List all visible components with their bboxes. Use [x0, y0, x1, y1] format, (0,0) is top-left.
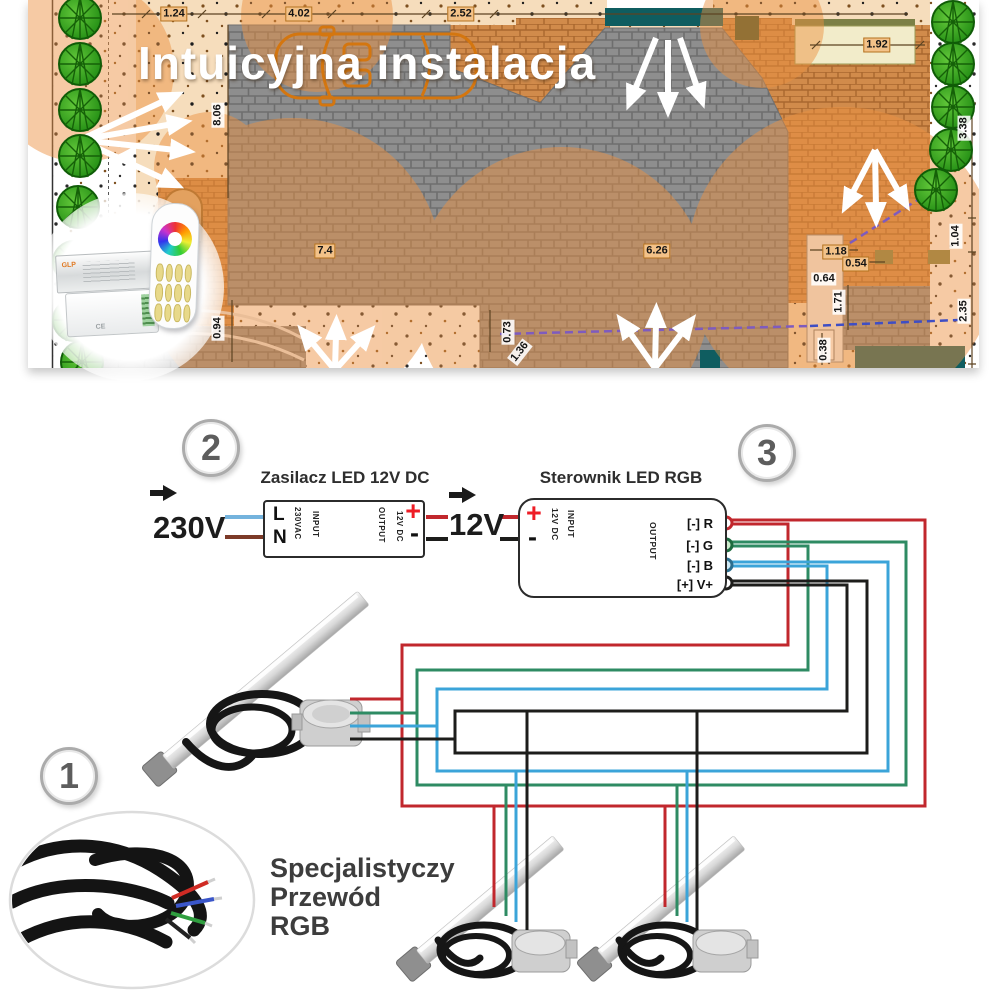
dim-label: 1.92 [863, 37, 891, 53]
dim-label: 6.26 [643, 243, 671, 259]
psu-12vdc-label: 12V DC [395, 511, 404, 543]
bar2-junction-box [511, 929, 578, 973]
step-3-badge: 3 [738, 424, 796, 482]
output-v-label: [+] V+ [676, 577, 713, 592]
led-bar-1 [141, 591, 371, 787]
psu-output-label: OUTPUT [377, 507, 386, 543]
dim-label: 0.54 [842, 256, 870, 272]
dim-label: 4.02 [285, 6, 313, 22]
cobble-driveway [227, 24, 789, 368]
controller-12vdc-label: 12V DC [550, 508, 560, 541]
psu-plus: + [405, 496, 421, 526]
low-voltage-label: 12V [449, 507, 505, 542]
controller-input-label: INPUT [566, 510, 576, 538]
psu-terminal-l: L [273, 504, 285, 525]
wiring-nets [350, 518, 927, 930]
psu-stub-wires [150, 485, 520, 541]
cable-line-3: RGB [270, 911, 330, 941]
olive-hedge [795, 19, 915, 26]
step-1-number: 1 [58, 755, 80, 796]
olive-planter [735, 16, 759, 40]
flow-arrow-icon [449, 487, 476, 503]
car-outline [274, 25, 478, 107]
dim-label: 1.24 [160, 6, 188, 22]
dim-label: 2.52 [447, 6, 475, 22]
cable-description: Specjalistyczy Przewód RGB [270, 854, 455, 941]
plan-drawing [28, 0, 979, 368]
controller-minus: - [528, 522, 537, 552]
teal-entrance-band [605, 8, 723, 26]
step-2-number: 2 [200, 427, 222, 468]
psu-title: Zasilacz LED 12V DC [260, 468, 430, 487]
step-2-badge: 2 [182, 419, 240, 477]
output-b-label: [-] B [687, 558, 713, 573]
mains-voltage-label: 230V [153, 510, 226, 545]
dim-label: 1.18 [822, 244, 850, 260]
output-r-label: [-] R [687, 516, 713, 531]
controller-title: Sterownik LED RGB [539, 468, 703, 487]
light-glow-circles [28, 0, 979, 368]
dim-label: 0.64 [811, 272, 837, 286]
step-3-number: 3 [756, 432, 778, 473]
entrance-step [607, 0, 713, 9]
cable-line-1: Specjalistyczy [270, 853, 455, 883]
arrow-fan-bottom-left [297, 314, 376, 368]
led-bar-3 [576, 836, 759, 982]
arrow-fan-right [841, 148, 910, 228]
controller-output-label: OUTPUT [648, 522, 658, 560]
plan-headline: Intuicyjna instalacja [138, 37, 597, 89]
step-1-badge: 1 [40, 747, 98, 805]
arrow-fan-top-center [626, 36, 707, 118]
bar3-junction-box [692, 929, 759, 973]
controller-plus: + [526, 498, 542, 528]
output-g-label: [-] G [686, 538, 713, 553]
psu-box: L N 230VAC INPUT OUTPUT 12V DC + - [263, 496, 425, 558]
wire-black-net [350, 579, 869, 930]
cable-stripped-wires [164, 877, 223, 945]
cable-line-2: Przewód [270, 882, 382, 912]
psu-minus: - [410, 518, 419, 548]
flow-arrow-icon [150, 485, 177, 501]
garden-plan-image: GLP CE Intuicyjna instalacja 1.24 4.02 2… [28, 0, 979, 381]
psu-230vac-label: 230VAC [293, 507, 302, 540]
psu-input-label: INPUT [311, 511, 320, 538]
bar1-pigtail-cable [182, 738, 256, 771]
dim-label: 7.4 [314, 243, 336, 259]
psu-terminal-n: N [273, 527, 287, 548]
controller-box: + - 12V DC INPUT OUTPUT [-] R [-] G [-] … [518, 498, 727, 598]
arrow-fan-bottom-center [616, 302, 697, 368]
rgb-cable-photo [8, 810, 256, 990]
bar1-junction-box [291, 699, 371, 747]
